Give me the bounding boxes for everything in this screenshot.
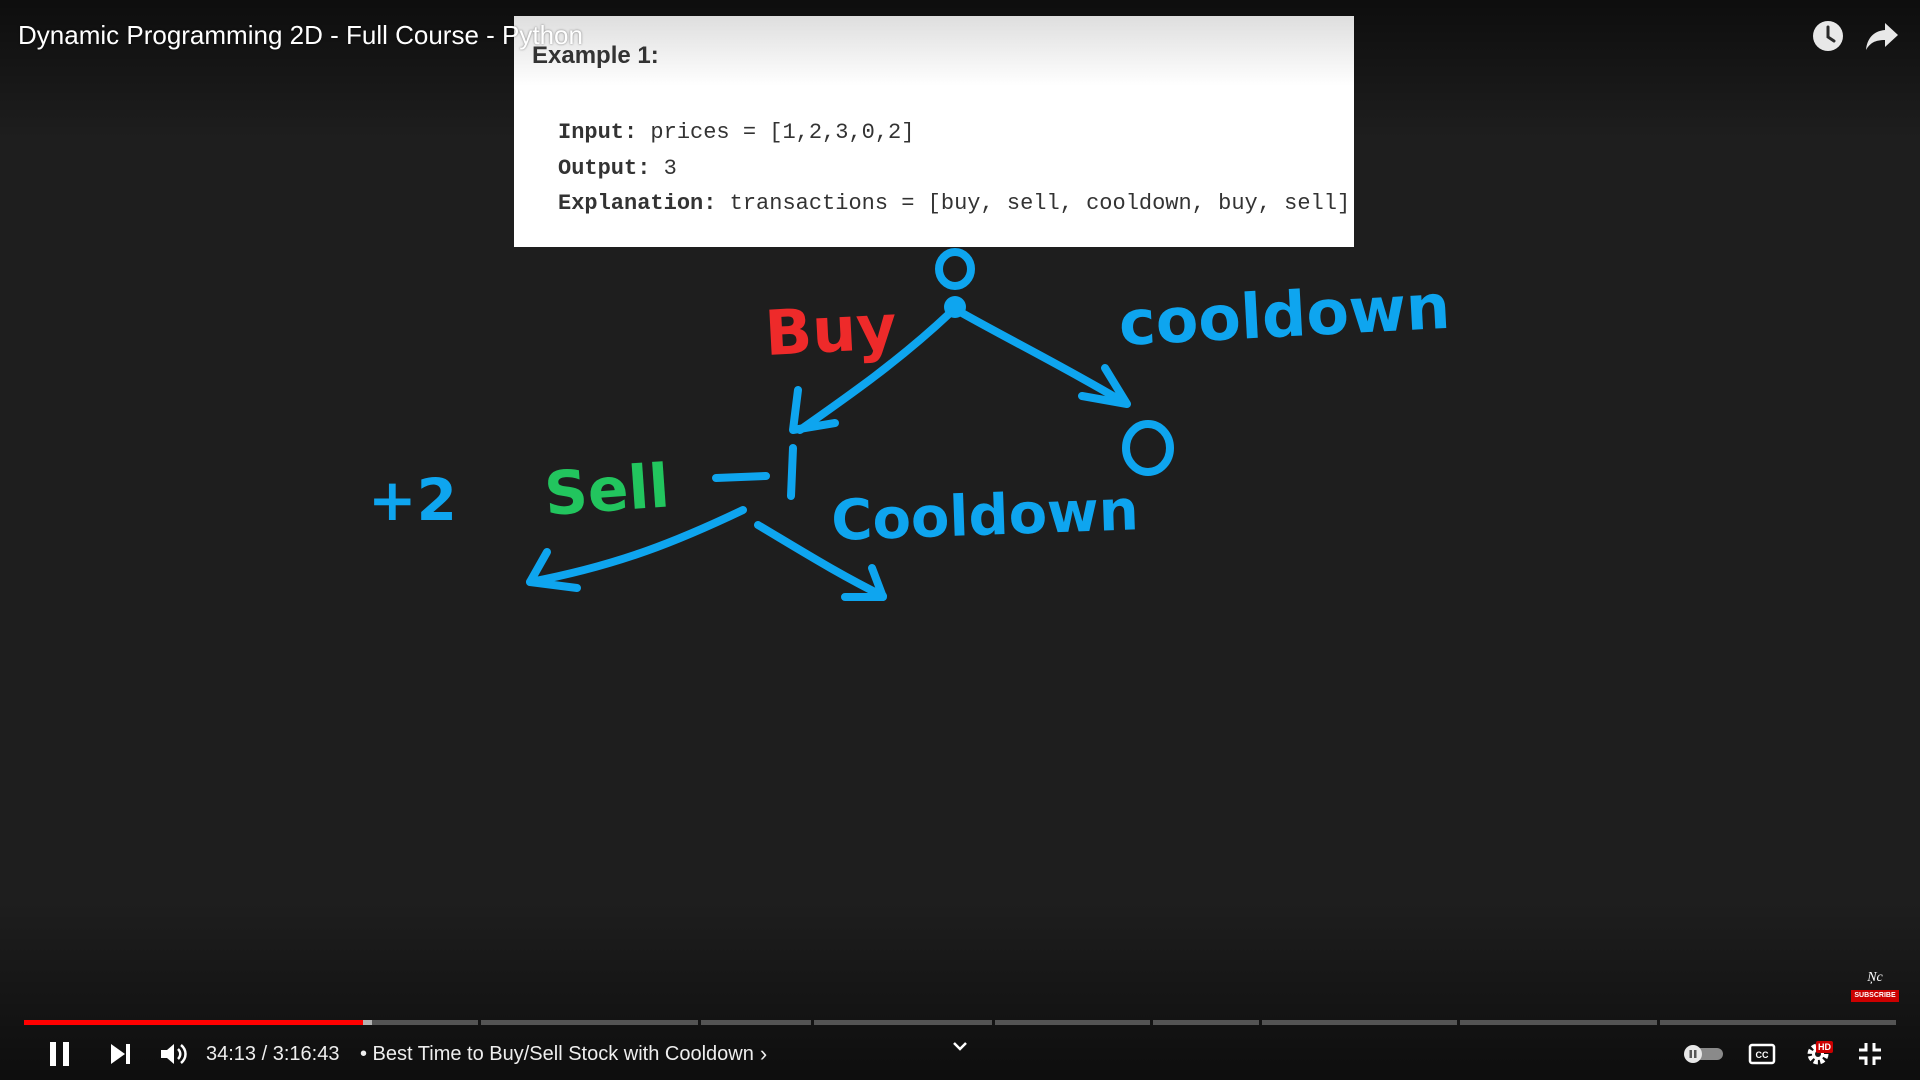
sell-arrow <box>526 506 747 586</box>
chapter-chevron-icon: › <box>759 1041 768 1066</box>
share-icon[interactable] <box>1862 16 1902 56</box>
exit-fullscreen-icon <box>1859 1043 1881 1065</box>
subscribe-button[interactable]: SUBSCRIBE <box>1851 990 1899 1002</box>
chevron-down-icon <box>953 1042 967 1051</box>
one-stroke <box>787 444 797 500</box>
next-icon <box>111 1044 130 1064</box>
pause-icon <box>50 1042 69 1066</box>
sell-arrowhead <box>526 548 581 592</box>
minus-stroke <box>712 472 770 482</box>
cooldown-arrowhead-bottom <box>841 564 887 601</box>
chapter-dropdown-button[interactable] <box>948 1024 972 1068</box>
volume-icon <box>161 1044 187 1064</box>
exit-fullscreen-button[interactable] <box>1850 1032 1890 1076</box>
input-line: Input: prices = [1,2,3,0,2] <box>558 120 914 145</box>
pause-button[interactable] <box>40 1032 80 1076</box>
progress-segment[interactable] <box>481 1020 698 1025</box>
video-title[interactable]: Dynamic Programming 2D - Full Course - P… <box>18 20 583 50</box>
output-line: Output: 3 <box>558 156 677 181</box>
sell-value-label: +2 <box>368 466 457 534</box>
subscribe-badge[interactable]: Ņc SUBSCRIBE <box>1851 970 1899 1010</box>
progress-segment[interactable] <box>1660 1020 1896 1025</box>
autoplay-toggle[interactable] <box>1682 1032 1726 1076</box>
progress-segment[interactable] <box>1460 1020 1657 1025</box>
example-card: Example 1: Input: prices = [1,2,3,0,2] O… <box>514 16 1354 247</box>
next-button[interactable] <box>100 1032 140 1076</box>
svg-text:CC: CC <box>1756 1050 1769 1060</box>
clock-icon[interactable] <box>1808 16 1848 56</box>
right-node-circle <box>1122 420 1174 476</box>
input-label: Input: <box>558 120 638 145</box>
hd-badge: HD <box>1816 1041 1833 1053</box>
explanation-label: Explanation: <box>558 191 717 216</box>
time-display: 34:13 / 3:16:43 <box>206 1042 340 1065</box>
cooldown-label-top: cooldown <box>1117 270 1452 360</box>
top-node-circle <box>935 248 975 290</box>
autoplay-toggle-icon <box>1684 1045 1723 1063</box>
played-fill <box>24 1020 363 1025</box>
captions-button[interactable]: CC <box>1742 1032 1782 1076</box>
chapter-title-text: • Best Time to Buy/Sell Stock with Coold… <box>360 1042 754 1065</box>
channel-logo: Ņc <box>1867 970 1883 985</box>
output-value: 3 <box>650 156 677 181</box>
control-bar: 34:13 / 3:16:43 • Best Time to Buy/Sell … <box>0 1032 1920 1076</box>
sell-label: Sell <box>542 451 672 530</box>
volume-button[interactable] <box>153 1032 193 1076</box>
progress-bar[interactable] <box>24 1020 1896 1025</box>
cooldown-arrow-bottom <box>754 521 887 600</box>
buy-label: Buy <box>763 290 898 370</box>
cooldown-label-bottom: Cooldown <box>830 478 1139 554</box>
cooldown-arrowhead-top <box>1078 364 1131 408</box>
input-value: prices = [1,2,3,0,2] <box>637 120 915 145</box>
progress-segment[interactable] <box>701 1020 811 1025</box>
progress-segment[interactable] <box>312 1020 478 1025</box>
cooldown-arrow-top <box>958 309 1129 407</box>
progress-segment[interactable] <box>1262 1020 1457 1025</box>
progress-segment[interactable] <box>814 1020 992 1025</box>
chapter-title[interactable]: • Best Time to Buy/Sell Stock with Coold… <box>360 1032 767 1076</box>
captions-icon: CC <box>1748 1043 1776 1065</box>
buy-arrowhead <box>789 386 839 434</box>
explanation-line: Explanation: transactions = [buy, sell, … <box>558 191 1350 216</box>
progress-segment[interactable] <box>995 1020 1150 1025</box>
progress-segment[interactable] <box>1153 1020 1259 1025</box>
output-label: Output: <box>558 156 651 181</box>
buy-arrow <box>796 309 954 434</box>
explanation-value: transactions = [buy, sell, cooldown, buy… <box>716 191 1351 216</box>
